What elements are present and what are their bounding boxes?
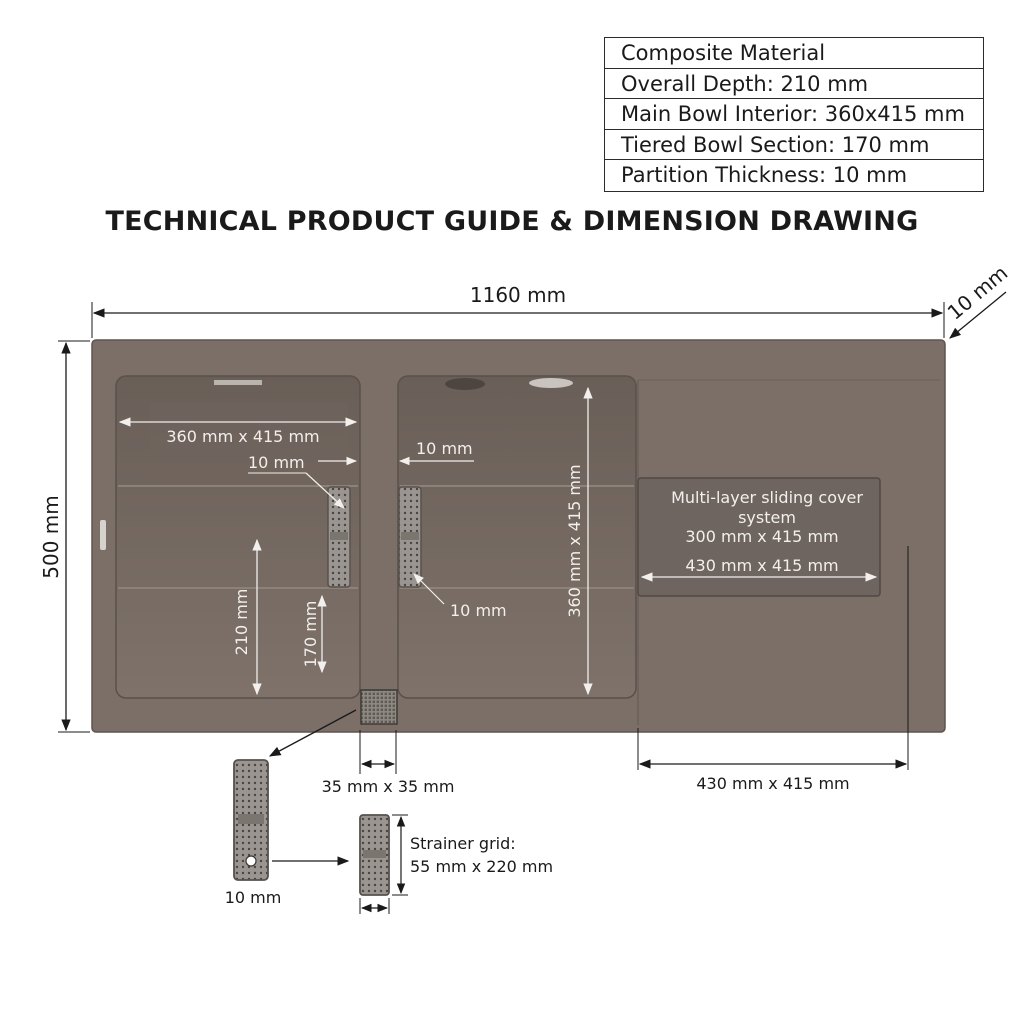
spec-partition: Partition Thickness: 10 mm <box>621 163 908 187</box>
detail-strainer-grid <box>359 814 390 896</box>
cover-title-line1: Multi-layer sliding cover <box>671 488 863 507</box>
cover-size-label: 300 mm x 415 mm <box>685 527 838 546</box>
basket-width-label: 10 mm <box>225 888 282 907</box>
edge-dimension-line <box>949 291 1007 339</box>
overflow-drain-label: 35 mm x 35 mm <box>322 777 455 796</box>
depth-label: 210 mm <box>232 589 251 656</box>
detail-strainer-basket <box>233 759 269 881</box>
right-strainer-basket <box>398 486 422 588</box>
right-bowl <box>397 375 637 699</box>
drain-cap-icon <box>529 378 573 388</box>
left-partition-label: 10 mm <box>248 453 305 472</box>
strainer-grid-label-line2: 55 mm x 220 mm <box>410 857 553 876</box>
tier-label: 170 mm <box>301 601 320 668</box>
overall-width-label: 1160 mm <box>470 283 566 307</box>
page-title: TECHNICAL PRODUCT GUIDE & DIMENSION DRAW… <box>105 206 919 237</box>
strainer-gap-label: 10 mm <box>450 601 507 620</box>
right-bowl-label: 360 mm x 415 mm <box>565 464 584 617</box>
overflow-drain-grid <box>360 689 398 725</box>
cover-title-line2: system <box>738 508 796 527</box>
cover-width-label: 430 mm x 415 mm <box>685 556 838 575</box>
right-partition-label: 10 mm <box>416 439 473 458</box>
strainer-grid-label-line1: Strainer grid: <box>410 834 516 853</box>
spec-depth: Overall Depth: 210 mm <box>605 69 983 99</box>
left-bowl <box>100 375 361 699</box>
tap-hole-icon <box>445 378 485 390</box>
left-bowl-label: 360 mm x 415 mm <box>166 427 319 446</box>
drainer-label: 430 mm x 415 mm <box>696 774 849 793</box>
spec-material: Composite Material <box>605 38 983 69</box>
left-strainer-basket <box>327 486 351 588</box>
sink-body <box>91 339 946 733</box>
spec-main-bowl: Main Bowl Interior: 360x415 mm <box>605 99 983 130</box>
spec-table: Composite Material Overall Depth: 210 mm… <box>604 37 984 192</box>
cover-panel <box>637 477 881 597</box>
overall-height-label: 500 mm <box>39 495 63 579</box>
spec-tiered-section: Tiered Bowl Section: 170 mm <box>605 130 983 160</box>
overflow-slot <box>100 520 106 550</box>
